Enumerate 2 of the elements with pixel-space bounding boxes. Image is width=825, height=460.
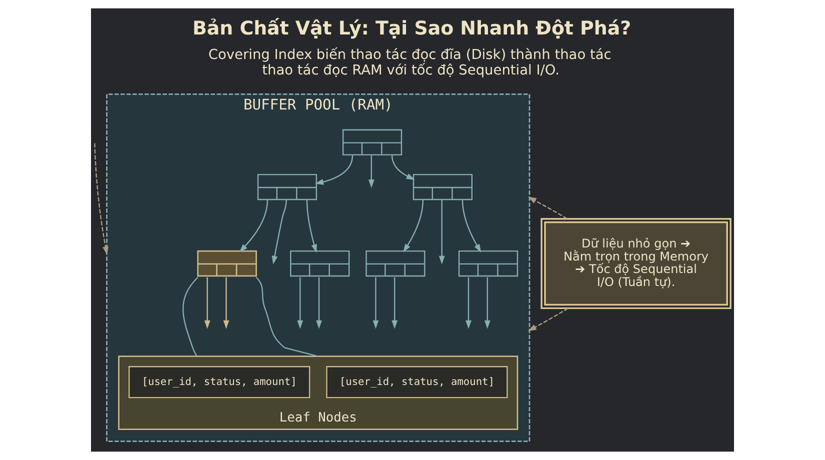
caption: Covering Index biến thao tác đọc đĩa (Disk) thành thao tác thao tác đọc RAM với tốc độ Sequential I/O. [208, 46, 612, 78]
diagram-title: Bản Chất Vật Lý: Tại Sao Nhanh Đột Phá? [192, 18, 632, 40]
